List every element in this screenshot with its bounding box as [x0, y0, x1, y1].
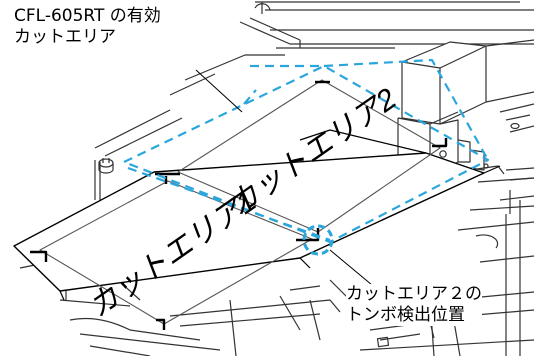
register-mark-callout-line-1: カットエリア２の	[346, 284, 482, 304]
machine-frame	[94, 1, 534, 205]
register-mark-callout-line-2: トンボ検出位置	[346, 305, 465, 325]
cut-area-2-outline	[177, 79, 441, 233]
knob-icon	[98, 158, 114, 174]
effective-cut-area-callout-line-1: CFL-605RT の有効	[14, 6, 161, 26]
effective-cut-area-dashed	[122, 58, 490, 244]
register-mark-detection-callout: カットエリア２の トンボ検出位置	[346, 284, 482, 326]
effective-cut-area-callout: CFL-605RT の有効 カットエリア	[14, 6, 161, 48]
media-table	[13, 129, 501, 301]
callout-leaders	[195, 69, 379, 291]
effective-cut-area-callout-line-2: カットエリア	[14, 27, 116, 47]
detection-position-circle-icon	[302, 224, 334, 256]
